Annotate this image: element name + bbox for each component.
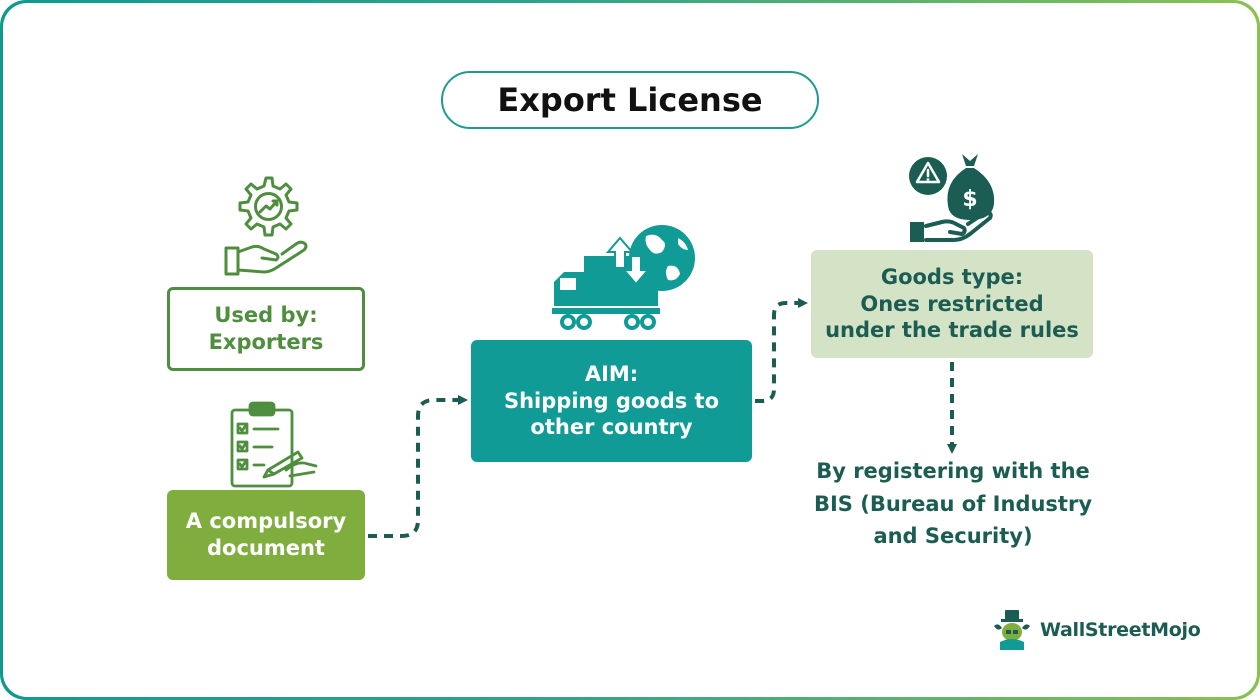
diagram-title: Export License — [441, 71, 819, 129]
registration-line-2: BIS (Bureau of Industry — [813, 491, 1093, 516]
used-by-box: Used by: Exporters — [167, 287, 365, 371]
document-line-1: A compulsory — [185, 509, 347, 534]
brand-logo: WallStreetMojo — [990, 608, 1201, 652]
svg-text:$: $ — [962, 187, 977, 212]
document-line-2: document — [207, 536, 325, 560]
brand-mascot-icon — [994, 610, 1030, 650]
money-bag-warning-icon: $ — [909, 154, 995, 242]
registration-text: By registering with the BIS (Bureau of I… — [800, 455, 1106, 553]
goods-line-2: under the trade rules — [825, 318, 1079, 343]
registration-line-3: and Security) — [873, 524, 1033, 549]
aim-label: AIM: — [584, 361, 639, 386]
aim-line-2: other country — [530, 415, 693, 440]
goods-type-box: Goods type: Ones restricted under the tr… — [811, 250, 1093, 358]
used-by-value: Exporters — [208, 330, 324, 354]
aim-line-1: Shipping goods to — [503, 388, 720, 413]
used-by-label: Used by: — [214, 303, 318, 328]
checklist-clipboard-icon — [230, 401, 318, 488]
diagram-title-text: Export License — [497, 81, 763, 119]
gear-growth-hand-icon — [224, 176, 308, 276]
connector-document-to-aim — [368, 395, 468, 538]
goods-line-1: Ones restricted — [860, 291, 1044, 316]
truck-globe-icon — [552, 225, 695, 330]
aim-box: AIM: Shipping goods to other country — [471, 340, 752, 462]
compulsory-document-box: A compulsory document — [167, 490, 365, 580]
connector-aim-to-goods — [755, 298, 808, 403]
goods-label: Goods type: — [880, 264, 1024, 289]
registration-line-1: By registering with the — [816, 459, 1090, 483]
brand-name: WallStreetMojo — [1040, 619, 1201, 641]
